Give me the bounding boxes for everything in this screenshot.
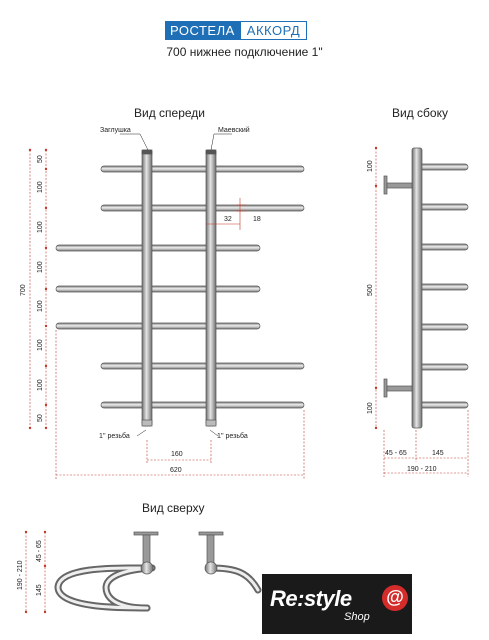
shop-logo-sub: Shop	[344, 611, 370, 623]
dim-seg-2: 100	[37, 181, 44, 193]
front-view-title: Вид спереди	[134, 106, 206, 120]
label-plug: Заглушка	[100, 127, 131, 134]
top-dim-145: 145	[36, 584, 43, 596]
dim-seg-3: 100	[37, 221, 44, 233]
side-rails	[413, 163, 469, 409]
side-view: 100 500 100 45 - 65 145 190 - 210	[367, 146, 469, 477]
dim-32: 32	[224, 216, 232, 223]
valve-cap	[205, 149, 217, 155]
front-uprights	[141, 149, 217, 427]
side-view-title: Вид сбоку	[392, 106, 448, 120]
side-dim-145: 145	[432, 450, 444, 457]
dim-seg-8: 50	[37, 414, 44, 422]
side-upright	[411, 147, 423, 429]
rail-3	[55, 244, 261, 252]
dim-18: 18	[253, 216, 261, 223]
front-rails	[55, 165, 305, 409]
dim-ticks	[28, 148, 48, 430]
top-upright-left	[140, 561, 154, 575]
bracket-bottom-arm	[386, 385, 413, 392]
dim-seg-1: 50	[37, 155, 44, 163]
right-upright	[205, 149, 217, 427]
top-dim-190-210: 190 - 210	[17, 560, 24, 590]
top-view: 45 - 65 190 - 210 145	[17, 530, 262, 614]
rail-7	[100, 401, 305, 409]
rail-2	[100, 204, 305, 212]
brand-part-2: АККОРД	[239, 21, 308, 40]
left-upright	[141, 149, 153, 427]
bracket-top-arm	[386, 182, 413, 189]
side-dim-190-210: 190 - 210	[407, 466, 437, 473]
rail-5	[55, 322, 261, 330]
label-thread-right: 1'' резьба	[217, 432, 248, 440]
side-dim-45-65: 45 - 65	[385, 450, 407, 457]
dim-seg-5: 100	[37, 300, 44, 312]
shop-logo-mark: @	[382, 585, 408, 611]
top-bracket-left-arm	[142, 534, 151, 564]
right-thread-end	[205, 419, 217, 427]
plug-cap	[141, 149, 153, 155]
top-bracket-right-plate	[198, 531, 224, 536]
dim-seg-6: 100	[37, 339, 44, 351]
side-width-dims	[383, 410, 469, 477]
bracket-bottom-plate	[383, 378, 388, 398]
brand-logo: РОСТЕЛА АККОРД	[165, 21, 308, 40]
shop-logo-main: Re:style	[270, 586, 352, 611]
side-dim-500: 500	[367, 284, 374, 296]
dim-700: 700	[20, 284, 27, 296]
front-width-dims	[55, 330, 305, 479]
dim-seg-4: 100	[37, 261, 44, 273]
brand-part-1: РОСТЕЛА	[165, 21, 240, 40]
bracket-top-plate	[383, 175, 388, 195]
side-brackets	[383, 175, 413, 398]
subtitle: 700 нижнее подключение 1"	[166, 45, 323, 59]
label-thread-left: 1'' резьба	[99, 432, 130, 440]
dim-620: 620	[170, 467, 182, 474]
dim-seg-7: 100	[37, 379, 44, 391]
rail-4	[55, 285, 261, 293]
front-height-dims	[29, 150, 47, 428]
label-valve: Маевский	[218, 126, 250, 134]
top-bracket-left-plate	[133, 531, 159, 536]
front-view: Заглушка Маевский 1'' резьба 1'' резьба …	[20, 126, 305, 479]
top-view-title: Вид сверху	[142, 501, 205, 515]
top-dims	[25, 532, 46, 612]
top-loops	[54, 564, 262, 612]
side-dim-100-bottom: 100	[367, 402, 374, 414]
detail-32-18	[206, 198, 246, 230]
top-dim-45-65: 45 - 65	[36, 540, 43, 562]
side-dim-100-top: 100	[367, 160, 374, 172]
rail-1	[100, 165, 305, 173]
top-bracket-right-arm	[206, 534, 215, 564]
left-thread-end	[141, 419, 153, 427]
top-upright-right	[204, 561, 218, 575]
rail-6	[100, 362, 305, 370]
dim-160: 160	[171, 451, 183, 458]
top-brackets	[133, 531, 224, 564]
